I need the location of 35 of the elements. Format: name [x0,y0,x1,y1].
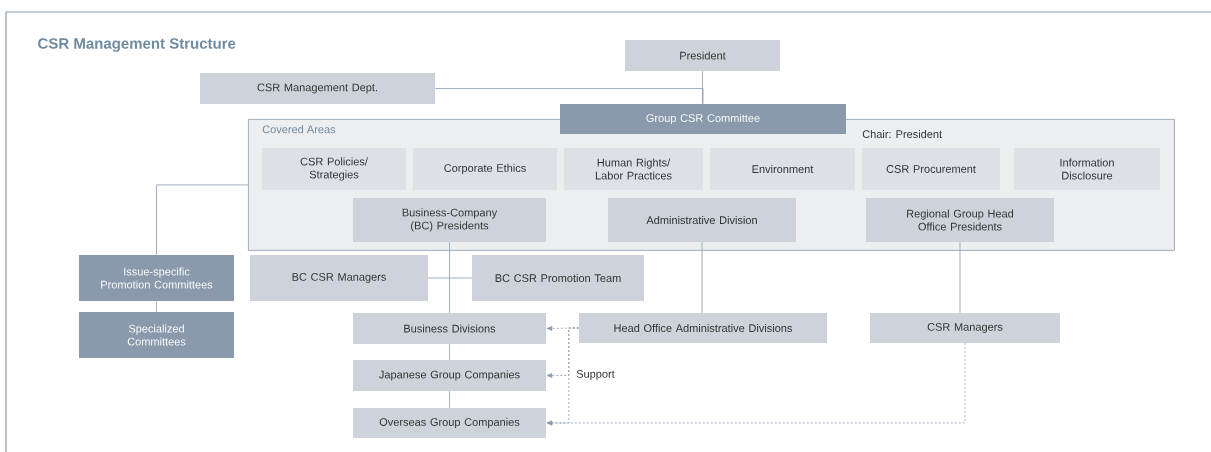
org-box: CSR Management Dept. [200,73,435,104]
org-box: BC CSR Promotion Team [472,255,644,301]
org-box: CSR Managers [870,313,1060,343]
panel-heading: Covered Areas [262,125,336,134]
connector-line [959,241,961,314]
committee-box: Specialized Committees [79,312,234,358]
area-box: Human Rights/ Labor Practices [564,148,703,190]
area-box: Corporate Ethics [413,148,557,190]
org-box: Head Office Administrative Divisions [579,313,827,343]
connector-line [427,277,473,279]
connector-line [156,300,157,313]
connector-line [701,241,703,314]
committee-box: Issue-specific Promotion Committees [79,255,234,301]
area-box: Environment [710,148,855,190]
org-box: President [625,40,780,71]
org-box: Business-Company (BC) Presidents [353,198,546,242]
chair-note: Chair: President [862,129,942,139]
org-box: Regional Group Head Office Presidents [866,198,1054,242]
connector-line [156,184,249,256]
connector-line [449,390,450,409]
org-box: Administrative Division [608,198,796,242]
area-box: Information Disclosure [1014,148,1160,190]
org-box: BC CSR Managers [250,255,428,301]
edge-label: Support [575,369,616,381]
org-box: Business Divisions [353,313,546,344]
support-arrow [546,342,966,426]
org-box: Japanese Group Companies [353,360,546,391]
org-box: Overseas Group Companies [353,408,546,438]
area-box: CSR Procurement [862,148,1000,190]
committee-box: Group CSR Committee Chair: President [560,104,942,139]
connector-line [434,88,704,105]
title: CSR Management Structure [38,38,236,52]
area-box: CSR Policies/ Strategies [262,148,406,190]
connector-line [449,241,450,314]
connector-line [449,343,450,361]
